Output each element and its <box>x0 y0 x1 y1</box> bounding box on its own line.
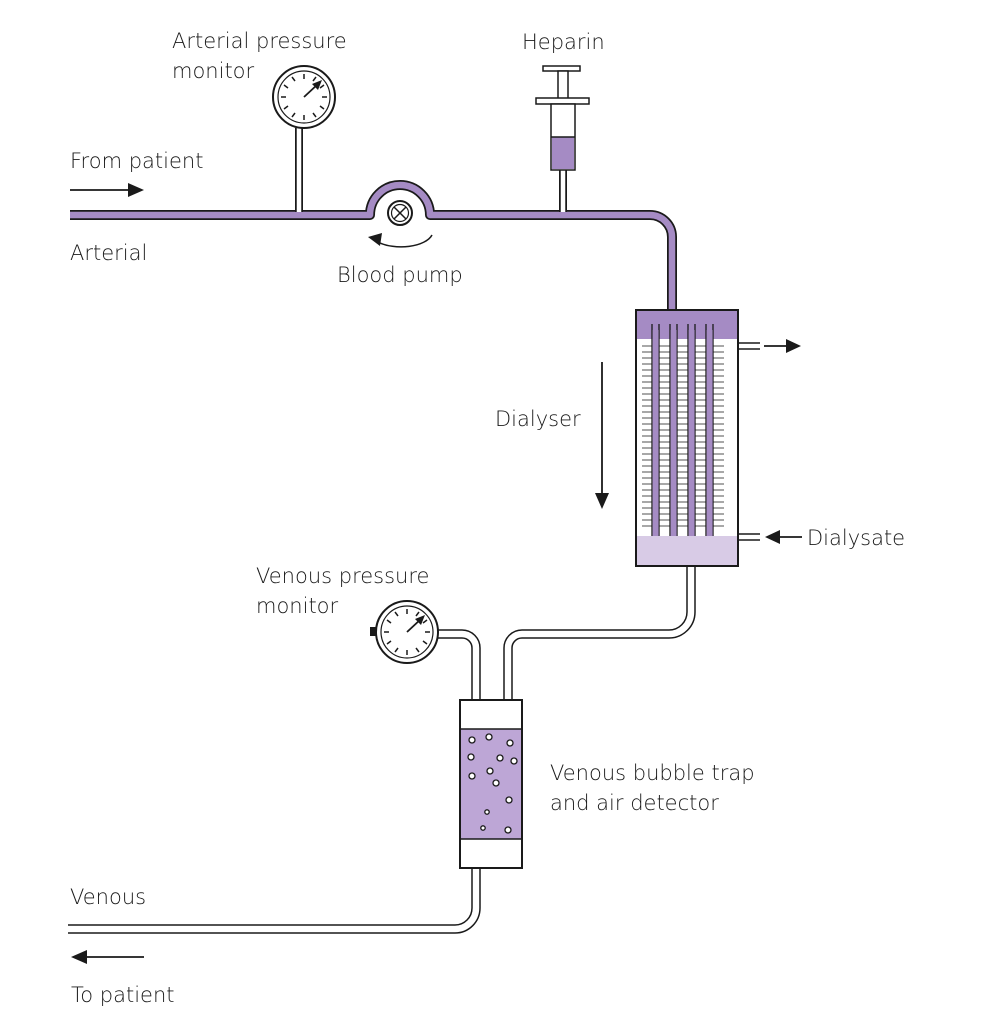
to-patient-label: To patient <box>71 983 175 1007</box>
dialysate-out-arrow <box>764 339 801 353</box>
venous-line-upper <box>503 566 696 700</box>
air-bubbles <box>467 733 518 834</box>
arterial-pressure-monitor-label-line1: Arterial pressure <box>172 29 347 53</box>
from-patient-arrow <box>70 183 144 197</box>
arterial-gauge-ticks <box>281 74 327 120</box>
venous-pressure-gauge <box>370 600 439 664</box>
from-patient-label: From patient <box>70 149 204 173</box>
dialysate-ports <box>738 342 760 541</box>
bubble-trap-label-line1: Venous bubble trap <box>550 761 755 785</box>
bubble-trap-label: Venous bubble trap and air detector <box>550 758 755 818</box>
venous-pressure-line <box>437 629 481 700</box>
dialyser-fibre-hatching <box>642 345 724 527</box>
venous-pressure-monitor-label-line1: Venous pressure <box>256 564 430 588</box>
arterial-pressure-monitor-label: Arterial pressure monitor <box>172 26 347 86</box>
venous-bubble-trap <box>459 699 523 869</box>
bubble-trap-label-line2: and air detector <box>550 791 719 815</box>
venous-pressure-monitor-label-line2: monitor <box>256 594 339 618</box>
flow-down-arrow <box>595 362 609 509</box>
venous-pressure-monitor-label: Venous pressure monitor <box>256 561 429 621</box>
arterial-pressure-monitor-label-line2: monitor <box>172 59 255 83</box>
dialyser-label: Dialyser <box>495 407 581 431</box>
venous-line-lower <box>68 868 481 934</box>
dialysate-label: Dialysate <box>807 526 906 550</box>
heparin-label: Heparin <box>522 30 605 54</box>
arterial-label: Arterial <box>70 241 148 265</box>
dialysate-in-arrow <box>765 530 802 544</box>
dialyser <box>635 309 760 567</box>
arterial-line <box>70 180 677 310</box>
to-patient-arrow <box>71 950 144 964</box>
blood-pump-label: Blood pump <box>337 263 463 287</box>
venous-label: Venous <box>70 885 147 909</box>
arterial-pressure-gauge <box>272 65 336 212</box>
blood-pump <box>368 200 433 248</box>
heparin-syringe <box>535 65 590 212</box>
